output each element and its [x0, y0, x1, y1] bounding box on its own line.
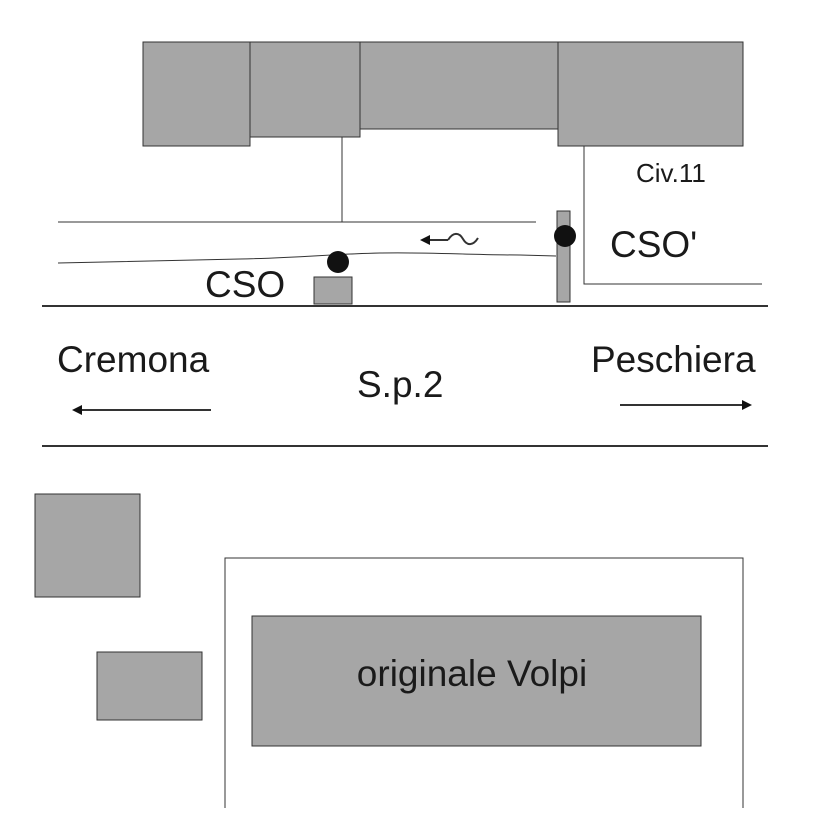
- building-lower-left-1: [34, 493, 141, 598]
- flow-arrow-icon: [420, 232, 479, 246]
- cso-box: [313, 276, 353, 305]
- cso-prime-label: CSO': [610, 224, 697, 265]
- property-boundary-civ11: [583, 146, 762, 285]
- cso-prime-post: [556, 210, 571, 303]
- building-top-2: [249, 41, 361, 138]
- cso-marker-icon: [327, 251, 349, 273]
- cso-prime-marker-icon: [554, 225, 576, 247]
- building-originale-volpi: [251, 615, 702, 747]
- cso-label: CSO: [205, 264, 285, 305]
- sewer-line: [57, 252, 557, 264]
- civic-number-label: Civ.11: [636, 158, 706, 188]
- property-boundary-lower: [224, 557, 744, 808]
- top-buildings: [142, 41, 744, 147]
- road-name-label: S.p.2: [357, 364, 443, 405]
- building-top-3: [359, 41, 559, 130]
- building-top-1: [142, 41, 251, 147]
- city-west-label: Cremona: [57, 339, 210, 380]
- building-lower-left-2: [96, 651, 203, 721]
- city-east-label: Peschiera: [591, 339, 756, 380]
- building-top-4: [557, 41, 744, 147]
- building-main-label: originale Volpi: [357, 653, 587, 694]
